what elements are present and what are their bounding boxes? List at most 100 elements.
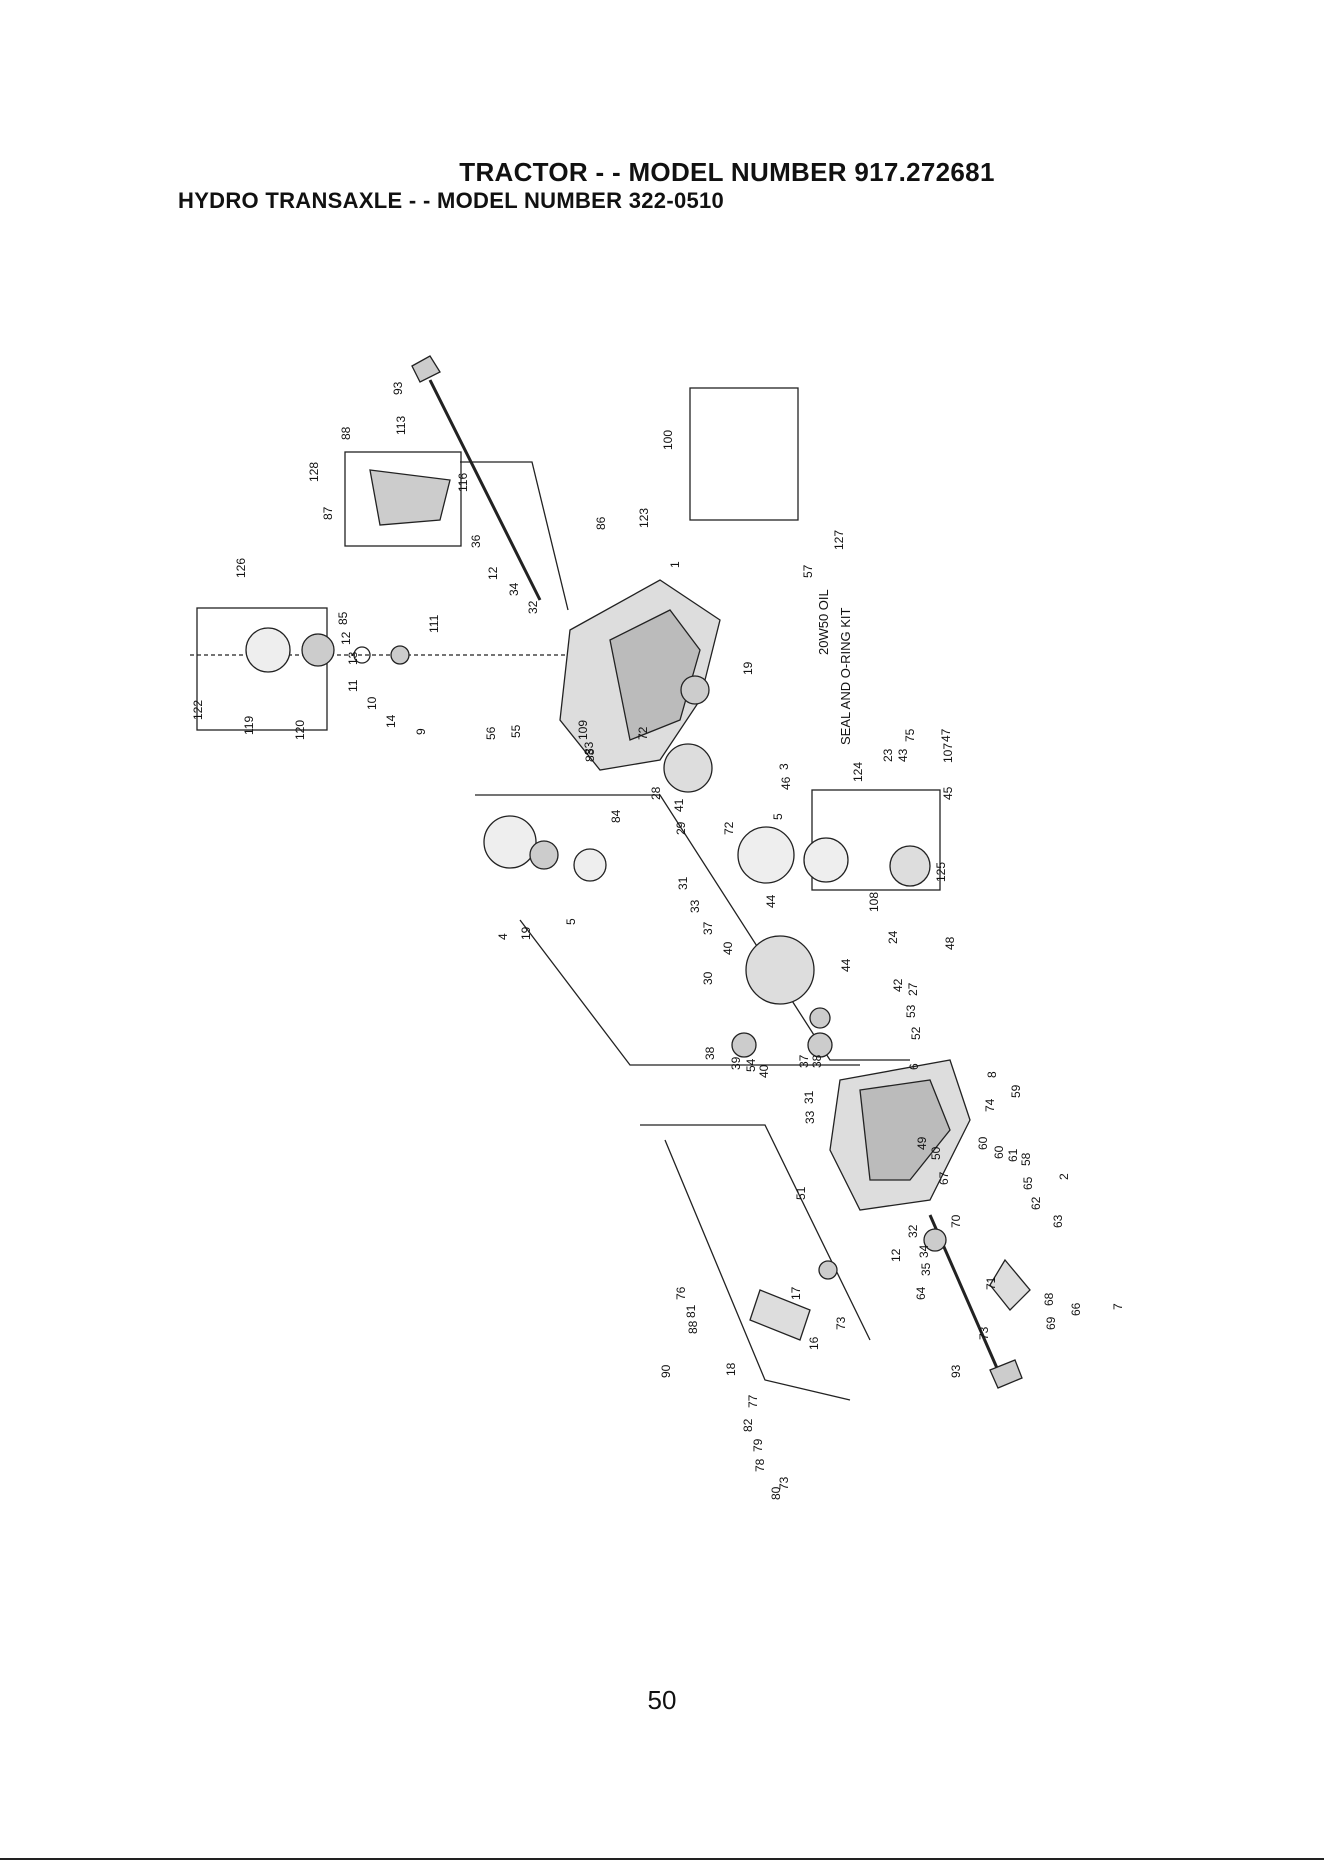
fan-pulley-inset-box (196, 607, 328, 731)
part-number-label: 34 (507, 582, 521, 596)
part-number-label: 1 (668, 561, 682, 568)
part-number-label: 19 (741, 661, 755, 675)
part-number-label: 119 (242, 716, 256, 735)
part-number-label: 76 (674, 1286, 688, 1300)
part-number-label: 36 (469, 534, 483, 548)
part-number-label: 116 (456, 473, 470, 492)
part-number-label: 63 (1051, 1214, 1065, 1228)
bottom-rule (0, 1858, 1324, 1860)
part-number-label: 5 (564, 918, 578, 925)
part-number-label: 17 (789, 1286, 803, 1300)
part-number-label: 73 (977, 1326, 991, 1340)
part-number-label: 13 (346, 651, 360, 665)
part-number-label: 45 (941, 786, 955, 800)
lower-housing-ribs (859, 1079, 951, 1181)
part-number-label: 12 (486, 566, 500, 580)
part-number-label: 48 (943, 936, 957, 950)
cooling-fan (245, 627, 291, 673)
part-number-label: 73 (777, 1476, 791, 1490)
part-number-label: 50 (929, 1146, 943, 1160)
part-number-label: 12 (339, 631, 353, 645)
part-number-label: 83 (583, 748, 597, 762)
part-number-label: 30 (701, 971, 715, 985)
part-number-label: 44 (764, 894, 778, 908)
part-number-label: 41 (672, 798, 686, 812)
part-number-label: 84 (609, 809, 623, 823)
part-number-label: 65 (1021, 1176, 1035, 1190)
part-number-label: 4 (496, 933, 510, 940)
part-number-label: 16 (807, 1336, 821, 1350)
pulley (301, 633, 335, 667)
part-number-label: 10 (365, 696, 379, 710)
bull-gear (745, 935, 815, 1005)
axle-bearing (680, 675, 710, 705)
part-number-label: 55 (509, 724, 523, 738)
part-number-label: 73 (834, 1316, 848, 1330)
guide-line (664, 1139, 851, 1401)
part-number-label: 28 (649, 786, 663, 800)
charge-pump (483, 815, 537, 869)
part-number-label: 9 (414, 728, 428, 735)
part-number-label: 29 (674, 821, 688, 835)
part-number-label: 67 (937, 1171, 951, 1185)
part-number-label: 62 (1029, 1196, 1043, 1210)
part-number-label: 113 (394, 416, 408, 435)
page-subtitle: HYDRO TRANSAXLE - - MODEL NUMBER 322-051… (178, 188, 725, 213)
part-number-label: 72 (636, 726, 650, 740)
bypass-lever-inset-box (811, 789, 941, 891)
part-number-label: 68 (1042, 1292, 1056, 1306)
part-number-label: 5 (771, 813, 785, 820)
bevel-gear (731, 1032, 757, 1058)
center-section (737, 826, 795, 884)
part-number-label: 33 (803, 1110, 817, 1124)
part-number-label: 18 (724, 1362, 738, 1376)
part-number-label: 44 (839, 958, 853, 972)
part-number-label: 90 (659, 1364, 673, 1378)
part-number-label: 40 (721, 941, 735, 955)
part-number-label: 60 (976, 1136, 990, 1150)
part-number-label: 107 (941, 743, 955, 763)
part-number-label: 31 (676, 876, 690, 890)
part-number-label: 53 (904, 1004, 918, 1018)
part-number-label: 12 (889, 1248, 903, 1262)
bearing (818, 1260, 838, 1280)
part-number-label: 14 (384, 714, 398, 728)
part-number-label: 2 (1057, 1173, 1071, 1180)
part-number-label: 27 (906, 982, 920, 996)
seal (923, 1228, 947, 1252)
part-number-label: 52 (909, 1026, 923, 1040)
page-title: TRACTOR - - MODEL NUMBER 917.272681 (459, 157, 995, 187)
part-number-label: 35 (919, 1262, 933, 1276)
part-number-label: 93 (391, 381, 405, 395)
part-number-label: 43 (896, 748, 910, 762)
part-number-label: 24 (886, 930, 900, 944)
part-number-label: 8 (985, 1071, 999, 1078)
part-number-label: 51 (794, 1186, 808, 1200)
kit-callout: SEAL AND O-RING KIT (838, 607, 853, 745)
part-number-label: 38 (703, 1046, 717, 1060)
part-number-label: 77 (746, 1394, 760, 1408)
part-number-label: 7 (1111, 1303, 1125, 1310)
part-number-label: 32 (526, 600, 540, 614)
part-number-label: 126 (234, 558, 248, 578)
part-number-label: 79 (751, 1438, 765, 1452)
part-number-label: 87 (321, 506, 335, 520)
part-number-label: 124 (851, 762, 865, 782)
part-number-label: 120 (293, 720, 307, 740)
part-number-label: 85 (336, 611, 350, 625)
part-number-label: 82 (741, 1418, 755, 1432)
swashplate-gear (663, 743, 713, 793)
part-number-label: 34 (917, 1244, 931, 1258)
part-number-label: 122 (191, 700, 205, 720)
part-number-label: 93 (949, 1364, 963, 1378)
part-number-label: 80 (769, 1486, 783, 1500)
seal (390, 645, 410, 665)
fan-shroud (369, 469, 451, 526)
shaft-rod (428, 379, 542, 601)
part-number-label: 54 (744, 1058, 758, 1072)
part-number-label: 42 (891, 978, 905, 992)
part-number-label: 66 (1069, 1302, 1083, 1316)
brake-lever (989, 1258, 1031, 1311)
part-number-label: 47 (939, 728, 953, 742)
